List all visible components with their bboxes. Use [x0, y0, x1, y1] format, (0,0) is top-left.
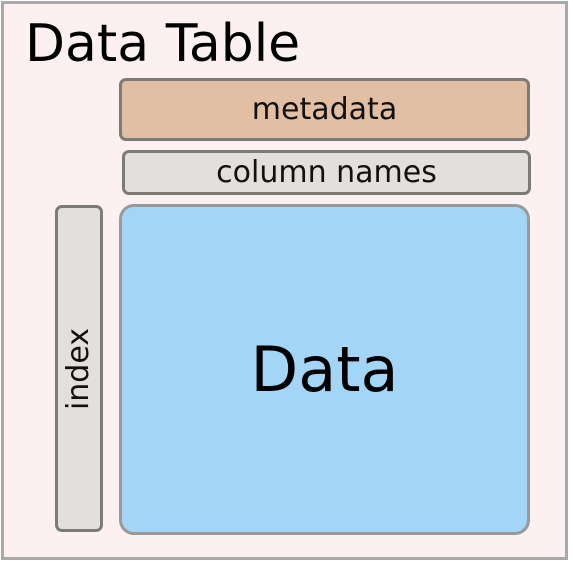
data-table-diagram: Data Table metadata column names index D…	[1, 1, 568, 560]
index-label: index	[61, 327, 97, 410]
column-names-label: column names	[216, 155, 437, 190]
index-box: index	[55, 205, 103, 532]
data-label: Data	[250, 333, 399, 406]
metadata-label: metadata	[251, 92, 398, 127]
column-names-box: column names	[122, 150, 531, 195]
data-box: Data	[119, 204, 530, 535]
metadata-box: metadata	[119, 78, 530, 141]
diagram-title: Data Table	[25, 14, 301, 74]
